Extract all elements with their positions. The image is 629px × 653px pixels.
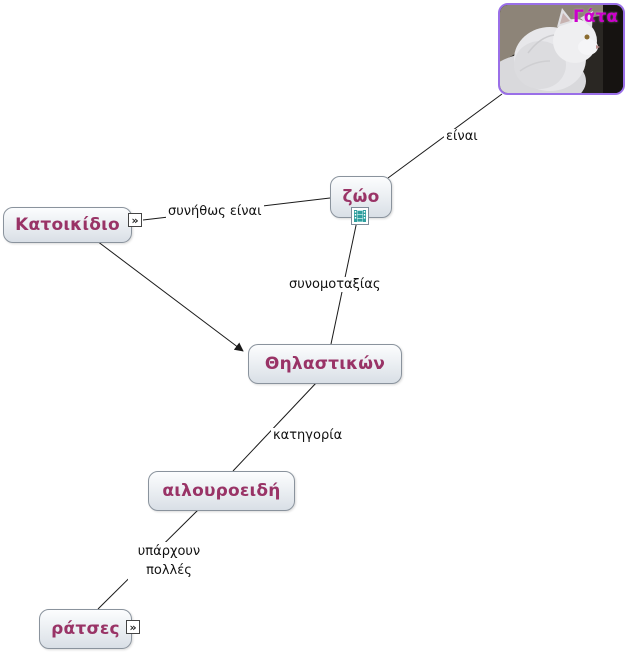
node-mammals-label: Θηλαστικών <box>264 354 386 374</box>
media-film-icon[interactable] <box>351 207 369 225</box>
node-mammals[interactable]: Θηλαστικών <box>248 344 402 384</box>
node-animal[interactable]: ζώο <box>330 176 392 218</box>
expand-chevron-icon[interactable]: » <box>128 213 142 227</box>
node-animal-label: ζώο <box>342 187 380 207</box>
expand-chevron-icon[interactable]: » <box>126 620 140 634</box>
node-breeds-label: ράτσες <box>51 619 120 639</box>
edge-label-category[interactable]: κατηγορία <box>271 428 345 443</box>
edge-label-there-are-many[interactable]: υπάρχουν πολλές <box>128 542 210 580</box>
cat-image-node[interactable]: Γάτα <box>498 3 625 95</box>
edge-label-usually-is[interactable]: συνήθως είναι <box>166 204 264 219</box>
node-felines[interactable]: αιλουροειδή <box>148 471 295 511</box>
cat-photo-illustration <box>500 5 623 93</box>
edge-label-is[interactable]: είναι <box>444 129 480 144</box>
edge-label-many: πολλές <box>146 563 192 578</box>
node-pet[interactable]: Κατοικίδιο <box>3 207 132 243</box>
node-pet-label: Κατοικίδιο <box>15 215 120 235</box>
node-felines-label: αιλουροειδή <box>162 481 281 501</box>
edge-label-there-are: υπάρχουν <box>137 544 201 559</box>
cat-node-label: Γάτα <box>572 7 618 27</box>
film-strip-icon <box>354 210 366 222</box>
edge-label-phylum[interactable]: συνομοταξίας <box>287 277 383 292</box>
node-breeds[interactable]: ράτσες <box>39 609 132 649</box>
